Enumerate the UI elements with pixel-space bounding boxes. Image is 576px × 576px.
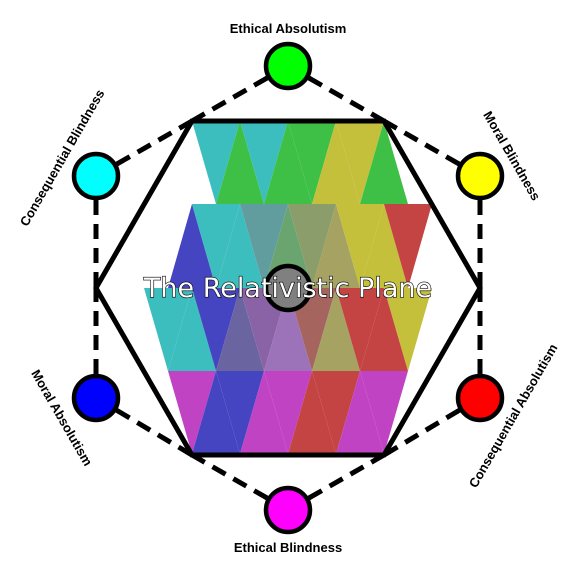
node-consequential-absolutism (455, 373, 505, 423)
mosaic-triangle (192, 371, 240, 454)
mosaic-triangle (360, 371, 408, 454)
mosaic-triangle (360, 204, 408, 288)
node-ethical-blindness (263, 485, 313, 535)
node-consequential-blindness (71, 151, 121, 201)
label-ethical-blindness: Ethical Blindness (234, 540, 342, 555)
mosaic-triangle (312, 121, 360, 204)
mosaic-triangle (312, 204, 360, 288)
mosaic-triangle (312, 371, 360, 454)
mosaic-triangle (192, 204, 240, 288)
center-node (263, 263, 313, 313)
dashed-connector (382, 118, 482, 179)
mosaic-triangle (288, 371, 336, 454)
dashed-connector (382, 395, 482, 458)
vertex-nodes (71, 41, 505, 535)
dashed-connectors (93, 63, 483, 513)
diagram-title: The Relativistic Plane (143, 273, 432, 304)
mosaic-triangle (288, 204, 336, 288)
mosaic-triangle (240, 204, 288, 288)
mosaic-triangle (336, 371, 384, 454)
mosaic-triangle (240, 121, 288, 204)
mosaic-triangle (264, 121, 312, 204)
mosaic-triangle (168, 288, 216, 371)
mosaic-triangle (264, 371, 312, 454)
mosaic-triangle (312, 288, 360, 371)
mosaic-triangle (384, 204, 432, 288)
dashed-connector (94, 395, 194, 458)
mosaic-triangle (216, 288, 264, 371)
mosaic-triangle (168, 204, 216, 288)
mosaic-triangle (360, 288, 408, 371)
mosaic-triangle (336, 288, 384, 371)
mosaic-triangle (360, 121, 408, 204)
node-moral-blindness (455, 151, 505, 201)
mosaic-triangle (216, 371, 264, 454)
node-moral-absolutism (71, 373, 121, 423)
triangle-mosaic (144, 121, 432, 454)
mosaic-triangle (240, 371, 288, 454)
dashed-connector (94, 118, 194, 179)
dashed-connector (190, 63, 290, 124)
mosaic-triangle (384, 288, 432, 371)
mosaic-triangle (192, 288, 240, 371)
mosaic-triangle (192, 121, 240, 204)
dashed-connector (286, 452, 386, 513)
mosaic-triangle (336, 121, 384, 204)
mosaic-triangle (336, 204, 384, 288)
hexagon-outline (93, 118, 483, 458)
mosaic-triangle (144, 288, 192, 371)
node-ethical-absolutism (263, 41, 313, 91)
dashed-connector (286, 63, 386, 124)
mosaic-triangle (264, 288, 312, 371)
mosaic-triangle (168, 371, 216, 454)
mosaic-triangle (216, 121, 264, 204)
label-ethical-absolutism: Ethical Absolutism (230, 21, 347, 36)
mosaic-triangle (216, 204, 264, 288)
mosaic-triangle (288, 121, 336, 204)
dashed-connector (190, 452, 290, 513)
